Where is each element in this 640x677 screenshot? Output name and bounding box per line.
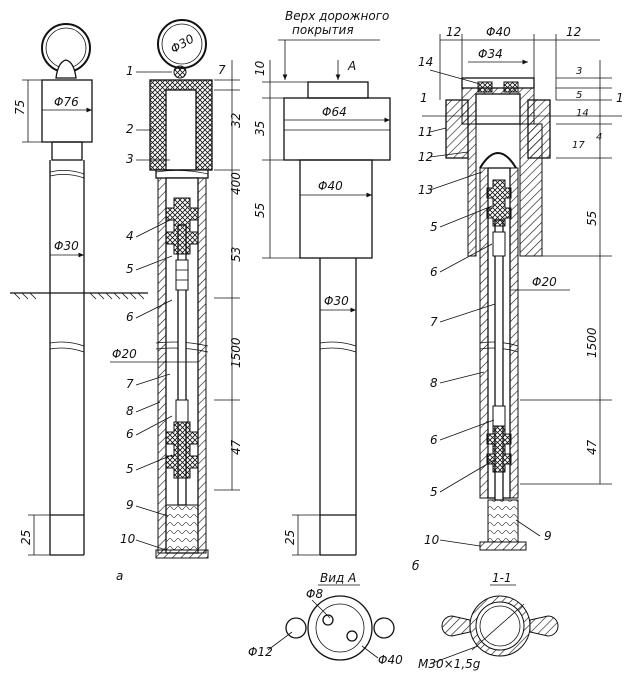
callout: 12 (418, 150, 433, 164)
dim-d40-vid: Φ40 (378, 653, 403, 667)
arrow-a-label: А (347, 59, 356, 73)
dim-5: 5 (576, 90, 582, 101)
callout: 13 (418, 183, 433, 197)
callout: 7 (126, 377, 134, 391)
callout: 2 (126, 122, 134, 136)
callout: 3 (126, 152, 134, 166)
dim-1500-b: 1500 (585, 327, 599, 358)
dim-3: 3 (576, 66, 582, 77)
dim-17: 17 (572, 140, 585, 151)
dim-d20-b: Φ20 (532, 275, 557, 289)
dim-d76: Φ76 (54, 95, 79, 109)
dim-400: 400 (229, 172, 243, 195)
dim-d12: Φ12 (248, 645, 273, 659)
callout: 5 (430, 485, 438, 499)
callout: 4 (126, 229, 134, 243)
dim-d30: Φ30 (54, 239, 79, 253)
dim-55: 55 (253, 203, 267, 218)
callout: 11 (418, 125, 433, 139)
callout: 7 (430, 315, 438, 329)
dim-d8: Φ8 (306, 587, 323, 601)
dim-14: 14 (576, 108, 589, 119)
callout: 1 (126, 64, 134, 78)
view-section-1-1: 1-1 М30×1,5g (418, 571, 559, 671)
view-b-section: 12 Φ40 12 Φ34 1 1 (412, 25, 624, 573)
view-middle: Верх дорожного покрытия А Φ64 Φ40 Φ30 10… (253, 9, 391, 556)
callout: 9 (544, 529, 552, 543)
dim-75: 75 (13, 100, 27, 115)
dim-4: 4 (596, 132, 602, 143)
callout: 8 (430, 376, 438, 390)
dim-1500: 1500 (229, 337, 243, 368)
dim-d64: Φ64 (322, 105, 347, 119)
callout: 5 (126, 462, 134, 476)
callout: 6 (126, 427, 134, 441)
dim-32: 32 (229, 113, 243, 128)
dim-25: 25 (19, 530, 33, 545)
thread-label: М30×1,5g (418, 657, 481, 671)
view-letter-a: а (116, 569, 123, 583)
callout: 6 (430, 265, 438, 279)
dim-d30-mid: Φ30 (324, 294, 349, 308)
section-mark-right: 1 (616, 91, 624, 105)
callout: 6 (430, 433, 438, 447)
dim-53: 53 (229, 247, 243, 262)
dim-7: 7 (218, 63, 226, 77)
callout: 9 (126, 498, 134, 512)
callout: 10 (120, 532, 136, 546)
sec-11-title: 1-1 (492, 571, 512, 585)
dim-10: 10 (253, 60, 267, 76)
dim-d40: Φ40 (318, 179, 343, 193)
view-a-section: Φ30 7 32 400 53 1500 (110, 19, 243, 583)
dim-35: 35 (253, 121, 267, 136)
callout: 8 (126, 404, 134, 418)
ring-dim: Φ30 (168, 31, 197, 56)
callout: 6 (126, 310, 134, 324)
callout: 5 (126, 262, 134, 276)
view-letter-b: б (412, 559, 420, 573)
dim-12a: 12 (446, 25, 461, 39)
dim-d40-b: Φ40 (486, 25, 511, 39)
dim-d20: Φ20 (112, 347, 137, 361)
dim-55-b: 55 (585, 211, 599, 226)
view-a-external: 75 Φ76 Φ30 25 (10, 23, 148, 556)
dim-d34: Φ34 (478, 47, 503, 61)
vid-a-title: Вид А (320, 571, 356, 585)
callout: 5 (430, 220, 438, 234)
dim-47: 47 (229, 439, 243, 455)
dim-25-mid: 25 (283, 530, 297, 545)
callout: 14 (418, 55, 433, 69)
dim-12b: 12 (566, 25, 581, 39)
callout: 10 (424, 533, 440, 547)
road-label-1: Верх дорожного (285, 9, 389, 23)
road-label-2: покрытия (292, 23, 354, 37)
section-mark-left: 1 (420, 91, 428, 105)
view-vid-a: Вид А Φ8 Φ12 Φ40 (248, 571, 403, 667)
dim-47-b: 47 (585, 439, 599, 455)
